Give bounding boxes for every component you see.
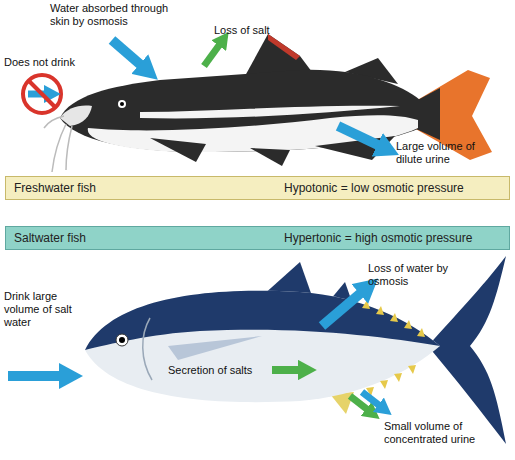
callout-label: Drink large volume of salt water — [4, 290, 84, 329]
water-loss-arrow — [322, 292, 362, 326]
catfish-snout — [60, 106, 92, 127]
callout-label: Small volume of concentrated urine — [384, 420, 496, 446]
classification-band: Freshwater fish Hypotonic = low osmotic p… — [5, 176, 510, 200]
tuna-eye — [116, 334, 128, 346]
tuna-finlets — [362, 300, 425, 396]
tuna — [85, 256, 506, 444]
callout-label: Loss of water by osmosis — [368, 262, 472, 288]
band-heading: Saltwater fish — [14, 231, 86, 246]
catfish-pectoral-fin — [150, 138, 206, 162]
urine-arrow — [338, 126, 380, 146]
urine-arrow — [362, 392, 380, 406]
water-in-arrow — [112, 40, 142, 66]
catfish-pupil — [120, 102, 124, 106]
tuna-body — [85, 291, 440, 402]
salt-secretion-arrow — [272, 366, 300, 374]
catfish-stripe — [140, 106, 400, 119]
band-heading: Freshwater fish — [14, 181, 96, 196]
catfish-body — [60, 70, 420, 152]
tuna-tail — [428, 256, 506, 444]
callout-label: Large volume of dilute urine — [396, 140, 496, 166]
catfish-pelvic-fin — [250, 148, 290, 166]
callout-label: Does not drink — [4, 56, 94, 69]
drink-arrow — [8, 371, 62, 381]
callout-label: Loss of salt — [214, 24, 294, 37]
catfish-barbel — [52, 124, 66, 172]
sign-ring — [23, 75, 61, 113]
salt-loss-arrow — [204, 44, 220, 66]
sign-slash — [29, 81, 55, 107]
catfish-eye — [118, 100, 126, 108]
classification-band: Saltwater fish Hypertonic = high osmotic … — [5, 226, 510, 250]
no-drink-sign — [23, 75, 61, 113]
tuna-gill — [143, 318, 152, 380]
callout-label: Secretion of salts — [168, 364, 278, 377]
catfish-barbel — [66, 126, 72, 170]
catfish-dorsal-edge — [268, 34, 300, 60]
band-description: Hypotonic = low osmotic pressure — [284, 181, 464, 196]
catfish-barbel — [44, 116, 64, 128]
callout-label: Water absorbed through skin by osmosis — [50, 2, 178, 28]
tuna-pupil — [119, 337, 125, 343]
catfish-dorsal-fin — [245, 34, 312, 76]
tuna-back — [85, 291, 440, 350]
tuna-pectoral-fin — [168, 336, 262, 360]
band-description: Hypertonic = high osmotic pressure — [284, 231, 472, 246]
